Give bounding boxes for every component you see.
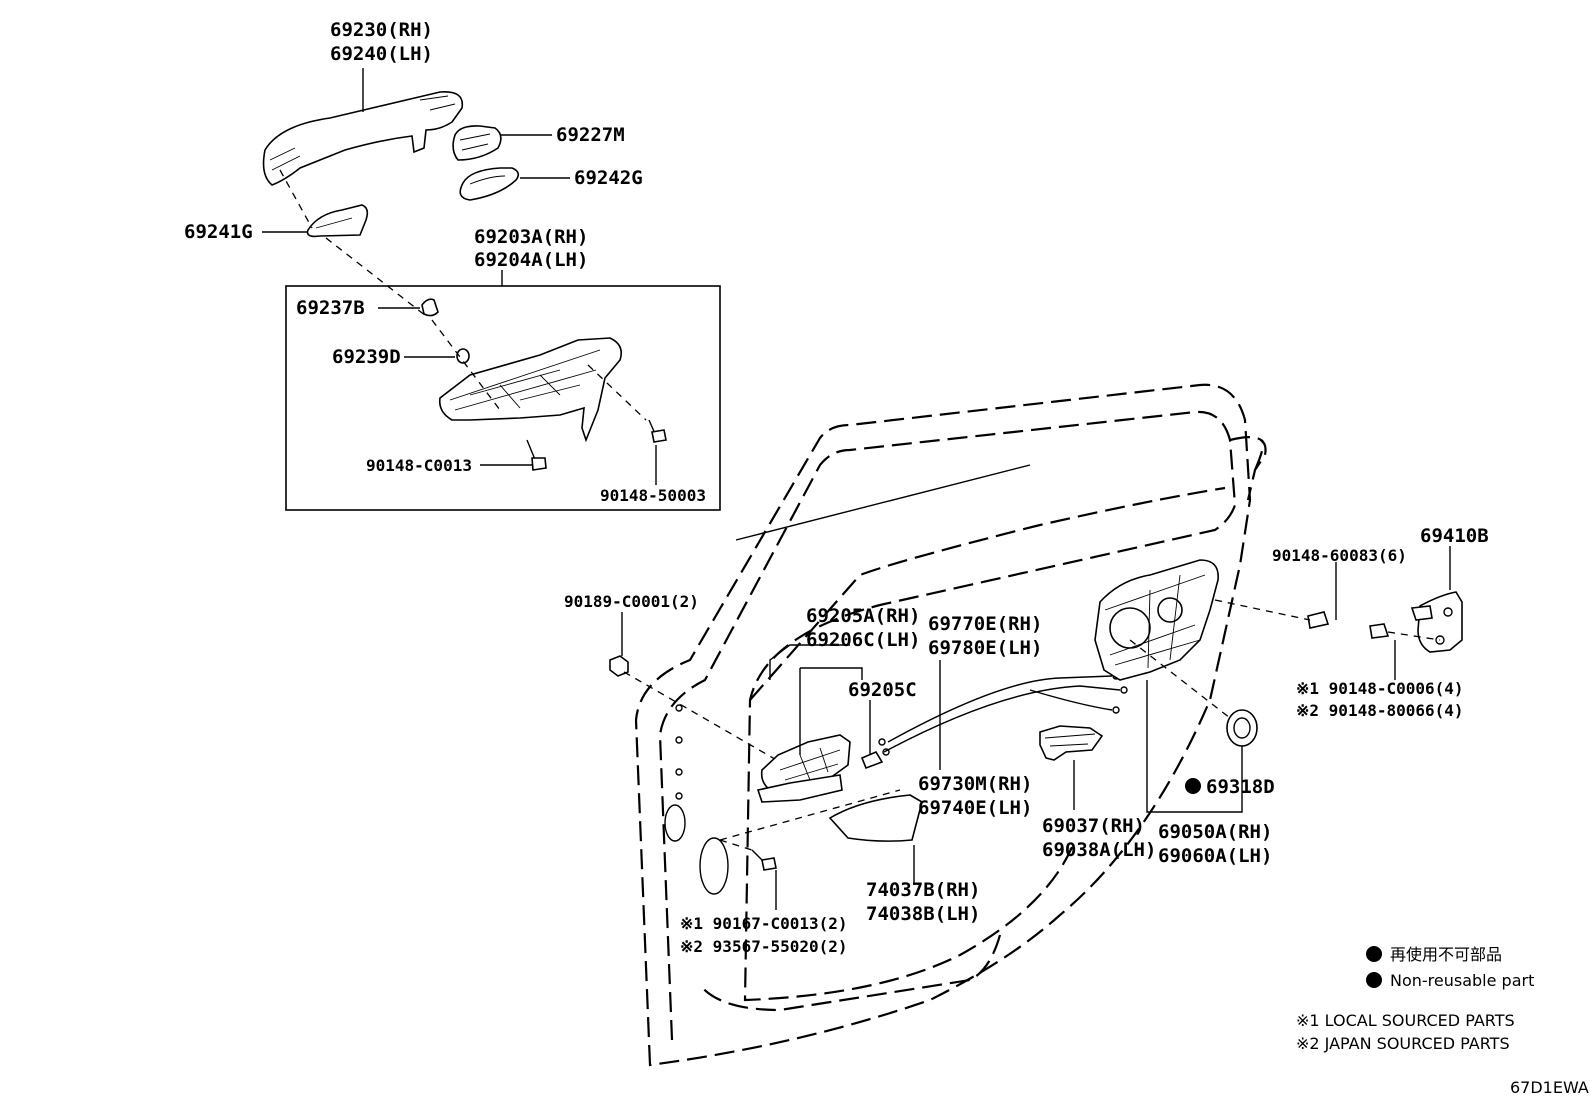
assembly-dashline-handle xyxy=(279,169,501,411)
part-69205c xyxy=(860,750,884,770)
bolt-90148-c0013 xyxy=(526,439,547,471)
legend-bullet-en xyxy=(1366,972,1382,988)
striker-69410b xyxy=(1410,591,1463,653)
legend-bullet-jp xyxy=(1366,946,1382,962)
label-69204a-lh: 69204A(LH) xyxy=(474,249,588,271)
label-69240-lh: 69240(LH) xyxy=(330,43,433,65)
label-69740e-lh: 69740E(LH) xyxy=(918,797,1032,819)
part-labels: 69230(RH) 69240(LH) 69227M 69242G 69241G… xyxy=(184,19,1489,956)
label-90148-c0006: ※1 90148-C0006(4) xyxy=(1296,679,1464,698)
part-69239d xyxy=(456,348,470,364)
legend-note-local: ※1 LOCAL SOURCED PARTS xyxy=(1296,1011,1515,1030)
trim-cover-74037b xyxy=(828,794,923,842)
bolt-90148-60083 xyxy=(1307,611,1330,629)
label-69203a-rh: 69203A(RH) xyxy=(474,226,588,248)
label-69227m: 69227M xyxy=(556,124,625,146)
label-69060a-lh: 69060A(LH) xyxy=(1158,845,1272,867)
bolt-90148-50003 xyxy=(648,419,667,443)
label-69318d: 69318D xyxy=(1206,776,1275,798)
label-69410b: 69410B xyxy=(1420,525,1489,547)
label-90148-c0013: 90148-C0013 xyxy=(366,456,472,475)
label-90148-80066: ※2 90148-80066(4) xyxy=(1296,701,1464,720)
label-90189-c0001: 90189-C0001(2) xyxy=(564,592,699,611)
legend: 再使用不可部品 Non-reusable part ※1 LOCAL SOURC… xyxy=(1296,945,1534,1053)
bolt-90148-c0006 xyxy=(1369,623,1390,639)
legend-non-reusable-jp: 再使用不可部品 xyxy=(1390,945,1502,964)
grommet-inner xyxy=(1233,717,1251,739)
label-93567-55020: ※2 93567-55020(2) xyxy=(680,937,848,956)
label-69206c-lh: 69206C(LH) xyxy=(806,629,920,651)
label-69237b: 69237B xyxy=(296,297,365,319)
label-69230-rh: 69230(RH) xyxy=(330,19,433,41)
door-lock-69050a xyxy=(1094,559,1219,681)
outside-handle xyxy=(262,91,464,186)
clip-90189-c0001 xyxy=(609,655,629,677)
striker-dashline xyxy=(1214,599,1441,641)
label-69050a-rh: 69050A(RH) xyxy=(1158,821,1272,843)
screw-dashline xyxy=(719,789,901,851)
label-90167-c0013: ※1 90167-C0013(2) xyxy=(680,914,848,933)
cables xyxy=(878,672,1128,756)
non-reusable-marker-69318d xyxy=(1185,778,1201,794)
clip-dashline xyxy=(623,671,781,763)
assembly-dashline-frame xyxy=(587,364,647,421)
label-69241g: 69241G xyxy=(184,221,253,243)
inside-handle xyxy=(756,734,851,803)
handle-frame-assembly xyxy=(438,337,623,443)
label-74038b-lh: 74038B(LH) xyxy=(866,903,980,925)
label-69037-rh: 69037(RH) xyxy=(1042,815,1145,837)
label-69770e-rh: 69770E(RH) xyxy=(928,613,1042,635)
grommet-69318d xyxy=(1226,709,1258,747)
handle-frame-box xyxy=(285,285,721,511)
part-69237b xyxy=(421,298,439,317)
label-74037b-rh: 74037B(RH) xyxy=(866,879,980,901)
screw-90167-c0013 xyxy=(751,849,777,871)
part-69227m xyxy=(452,125,502,161)
leader-lines xyxy=(262,68,1451,910)
label-69780e-lh: 69780E(LH) xyxy=(928,637,1042,659)
lock-bracket-69037 xyxy=(1039,725,1104,761)
part-69241g xyxy=(306,204,369,238)
legend-note-japan: ※2 JAPAN SOURCED PARTS xyxy=(1296,1034,1510,1053)
label-90148-50003: 90148-50003 xyxy=(600,486,706,505)
label-69730m-rh: 69730M(RH) xyxy=(918,773,1032,795)
diagram-code: 67D1EWA xyxy=(1510,1078,1589,1097)
grommet-dashline xyxy=(1129,639,1231,719)
label-90148-60083: 90148-60083(6) xyxy=(1272,546,1407,565)
door-outline xyxy=(634,383,1267,1067)
part-69242g xyxy=(459,167,520,201)
legend-non-reusable-en: Non-reusable part xyxy=(1390,971,1534,990)
label-69242g: 69242G xyxy=(574,167,643,189)
label-69205a-rh: 69205A(RH) xyxy=(806,605,920,627)
label-69038a-lh: 69038A(LH) xyxy=(1042,839,1156,861)
label-69205c: 69205C xyxy=(848,679,917,701)
label-69239d: 69239D xyxy=(332,346,401,368)
